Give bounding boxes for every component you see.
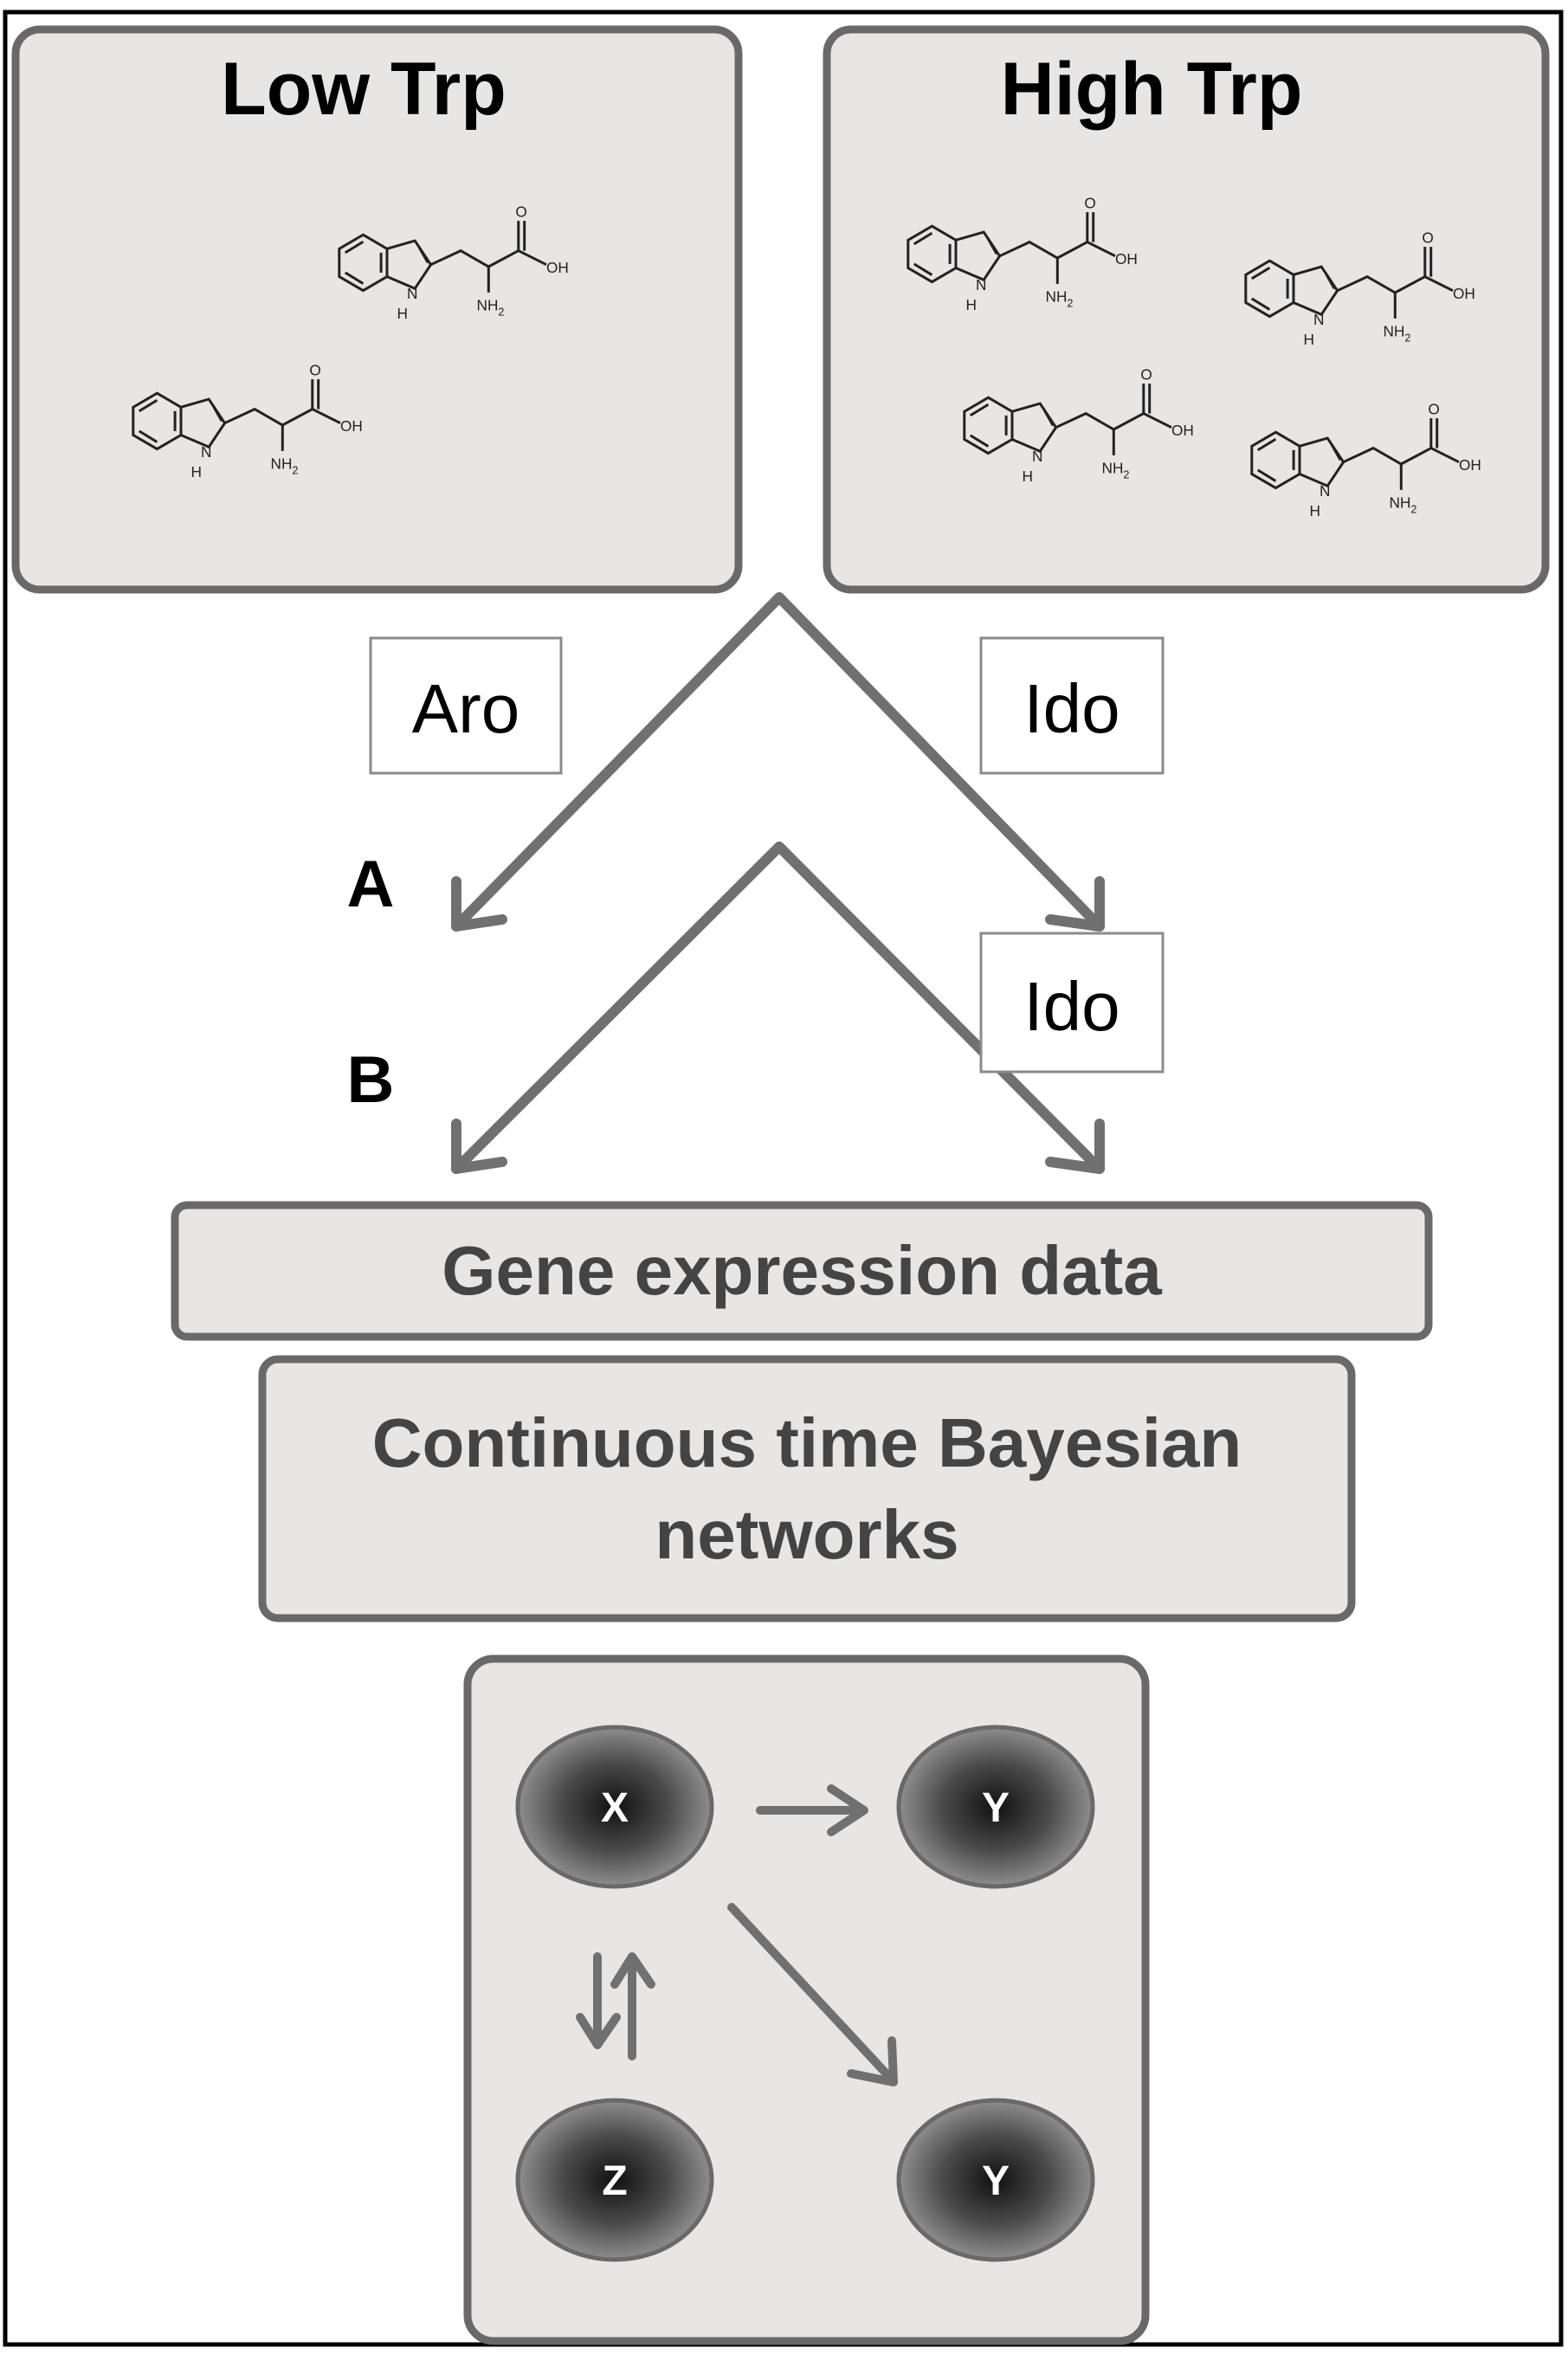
- path-a-letter: A: [347, 848, 395, 921]
- low-trp-panel: Low Trp: [11, 25, 743, 594]
- ctbn-label-line1: Continuous time Bayesian: [372, 1404, 1242, 1481]
- path-b-letter: B: [347, 1043, 395, 1117]
- gene-expression-box: Gene expression data: [171, 1201, 1433, 1341]
- ido-label-box-bottom: Ido: [979, 932, 1165, 1074]
- ido-label-box-top: Ido: [979, 636, 1165, 775]
- network-node: Z: [515, 2098, 714, 2262]
- network-node: Y: [896, 1725, 1095, 1889]
- aro-label-box: Aro: [369, 636, 563, 775]
- ctbn-label-line2: networks: [655, 1496, 958, 1573]
- ctbn-box: Continuous time Bayesian networks: [258, 1355, 1356, 1622]
- high-trp-panel: High Trp: [823, 25, 1550, 594]
- network-node: Y: [896, 2098, 1095, 2262]
- ido-label-bottom: Ido: [1023, 968, 1120, 1045]
- path-a-arrows: [451, 592, 1105, 932]
- network-node: X: [515, 1725, 714, 1889]
- node-label: Z: [602, 2158, 627, 2204]
- node-label: X: [601, 1785, 629, 1831]
- network-panel: X Y Z Y: [463, 1654, 1150, 2345]
- node-label: Y: [982, 2158, 1010, 2204]
- ido-label-top: Ido: [1023, 670, 1120, 747]
- high-trp-title: High Trp: [1001, 48, 1303, 131]
- node-label: Y: [982, 1785, 1010, 1831]
- aro-label: Aro: [412, 670, 520, 747]
- gene-expression-label: Gene expression data: [442, 1232, 1162, 1309]
- edge-x-y-diagonal: [727, 1903, 896, 2084]
- low-trp-title: Low Trp: [221, 48, 507, 131]
